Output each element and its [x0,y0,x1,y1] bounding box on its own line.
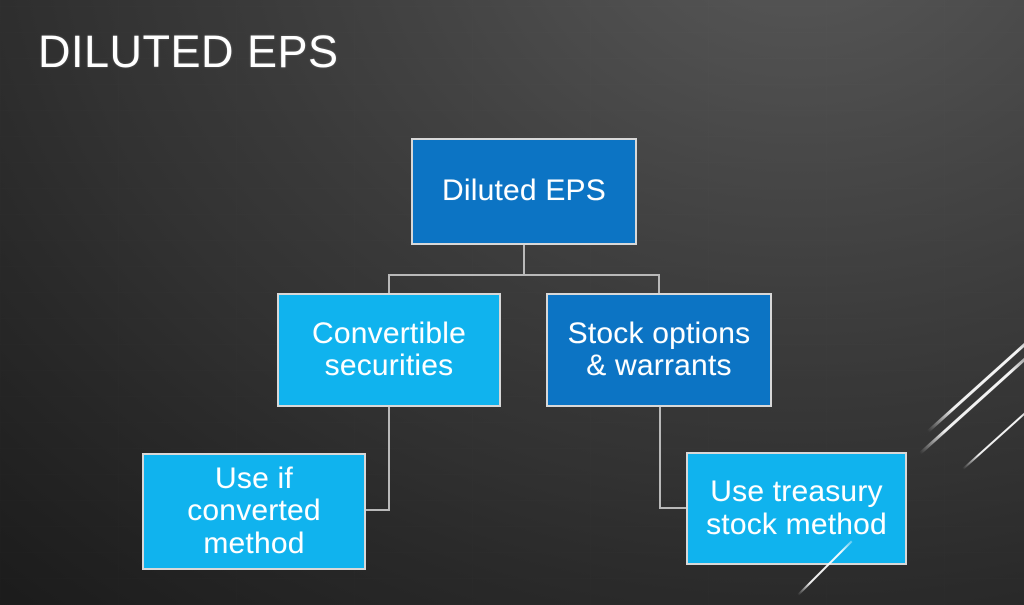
node-label: Stock options & warrants [567,316,751,382]
connector-level2-bar [388,274,660,276]
node-label: Use if converted method [187,461,321,560]
node-use-if-converted-method[interactable]: Use if converted method [142,453,366,570]
decorative-streak-icon [918,350,1024,455]
connector-options-drop [659,406,661,509]
node-use-treasury-stock-method[interactable]: Use treasury stock method [686,452,907,565]
node-label: Convertible securities [312,316,466,382]
node-diluted-eps[interactable]: Diluted EPS [411,138,637,245]
node-stock-options-warrants[interactable]: Stock options & warrants [546,293,772,407]
connector-to-convertible [388,274,390,294]
decorative-streak-icon [962,404,1024,470]
node-label: Use treasury stock method [706,475,887,541]
connector-to-options [658,274,660,294]
connector-convertible-drop [388,406,390,511]
node-label: Diluted EPS [442,174,606,208]
connector-convertible-elbow [365,509,390,511]
page-title: DILUTED EPS [38,26,339,77]
decorative-streak-icon [926,330,1024,433]
connector-root-stem [523,245,525,275]
connector-options-elbow [659,507,688,509]
node-convertible-securities[interactable]: Convertible securities [277,293,501,407]
